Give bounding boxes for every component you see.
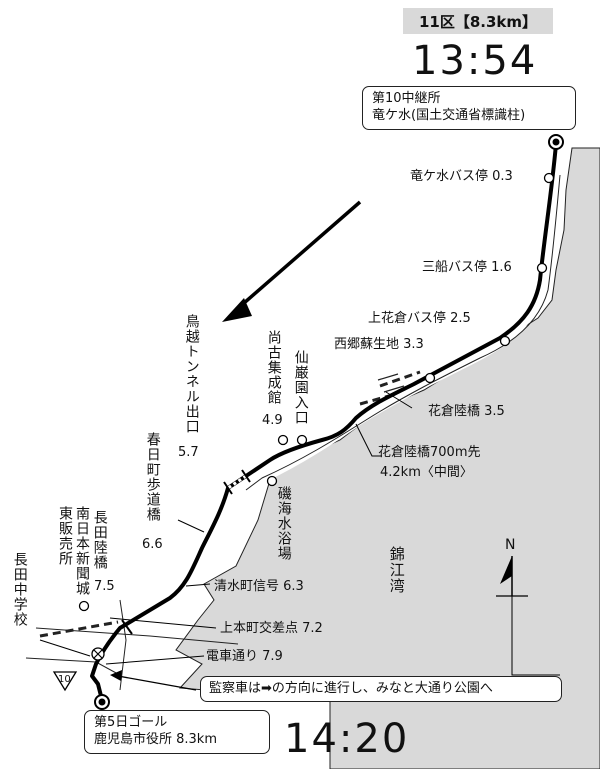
notice-box: 監察車は➡の方向に進行し、みなと大通り公園へ	[200, 676, 562, 702]
railway-upper	[379, 370, 421, 388]
landmark-tatsugamizu-bus	[543, 172, 555, 184]
finish-time: 14:20	[284, 716, 410, 762]
label-hanakura-bridge: 花倉陸橋 3.5	[428, 404, 505, 419]
route-10-label: 10	[58, 674, 71, 685]
landmark-sengan	[296, 434, 308, 446]
label-nagata-school: 長田中学校	[11, 552, 28, 627]
label-shoko-shuseikan: 尚古集成館	[265, 330, 282, 405]
label-minami-nippon: 南日本新聞城東販売所	[57, 506, 90, 596]
shore-line	[245, 174, 561, 491]
section-label: 11区【8.3km】	[403, 8, 553, 34]
start-relay-box: 第10中継所 竜ケ水(国土交通省標識柱)	[362, 86, 576, 130]
route-10-shield	[52, 671, 78, 692]
label-kasuga-bridge: 春日町歩道橋	[144, 432, 161, 522]
direction-arrow-head	[222, 298, 252, 322]
bridge-mark	[377, 373, 405, 393]
label-hanakura-700: 花倉陸橋700m先	[378, 445, 481, 460]
school-symbol-cross	[93, 649, 103, 659]
label-nagata-bridge: 長田陸橋	[91, 510, 108, 570]
direction-arrow-shaft	[234, 200, 362, 312]
landmark-saigo	[424, 372, 436, 384]
label-saigo-birthplace: 西郷蘇生地 3.3	[334, 337, 424, 352]
label-kamihanakura-bus: 上花倉バス停 2.5	[368, 311, 471, 326]
label-tatsugamizu-bus: 竜ケ水バス停 0.3	[410, 169, 513, 184]
label-isohama: 磯海水浴場	[275, 486, 292, 561]
km-mark-7-2	[121, 619, 133, 635]
label-shoko-shuseikan-km: 4.9	[262, 413, 283, 428]
label-shimizu-signal: 清水町信号 6.3	[214, 579, 304, 594]
town-street-1	[35, 627, 239, 645]
label-midpoint: 4.2km〈中間〉	[380, 465, 473, 480]
goal-arrow-head	[110, 670, 122, 681]
goal-marker-dot	[98, 698, 106, 706]
landmark-kamihanakura-bus	[499, 335, 511, 347]
railway	[39, 620, 119, 638]
goal-box: 第5日ゴール 鹿児島市役所 8.3km	[84, 710, 270, 754]
label-sengan-en: 仙巌園入口	[292, 350, 309, 425]
landmark-mifune-bus	[536, 262, 548, 274]
north-arrow-head	[500, 556, 512, 584]
tunnel-segment	[227, 474, 247, 490]
label-densha-dori: 電車通り 7.9	[206, 649, 283, 664]
course-route	[90, 143, 558, 701]
label-mifune-bus: 三船バス停 1.6	[422, 260, 512, 275]
start-box-line1: 第10中継所	[372, 91, 441, 106]
label-kasuga-bridge-km: 6.6	[142, 537, 163, 552]
north-label: N	[505, 537, 516, 553]
label-torigoe-tunnel: 鳥越トンネル出口	[183, 314, 200, 434]
landmark-minami-nippon	[78, 600, 90, 612]
goal-box-line2: 鹿児島市役所 8.3km	[94, 732, 217, 747]
goal-box-line1: 第5日ゴール	[94, 715, 168, 730]
landmark-isohama	[266, 475, 278, 487]
start-time: 13:54	[412, 38, 538, 84]
tunnel-ends	[223, 469, 251, 495]
label-kinko-bay: 錦江湾	[387, 546, 406, 594]
start-marker-dot	[552, 138, 560, 146]
label-kamihon-intersection: 上本町交差点 7.2	[220, 621, 323, 636]
start-box-line2: 竜ケ水(国土交通省標識柱)	[372, 108, 526, 123]
leader-lines	[39, 391, 560, 676]
label-torigoe-tunnel-km: 5.7	[178, 445, 199, 460]
label-nagata-bridge-km: 7.5	[94, 579, 115, 594]
landmark-shoko	[277, 434, 289, 446]
town-street-2	[119, 599, 127, 691]
goal-arrow-shaft	[117, 675, 197, 691]
